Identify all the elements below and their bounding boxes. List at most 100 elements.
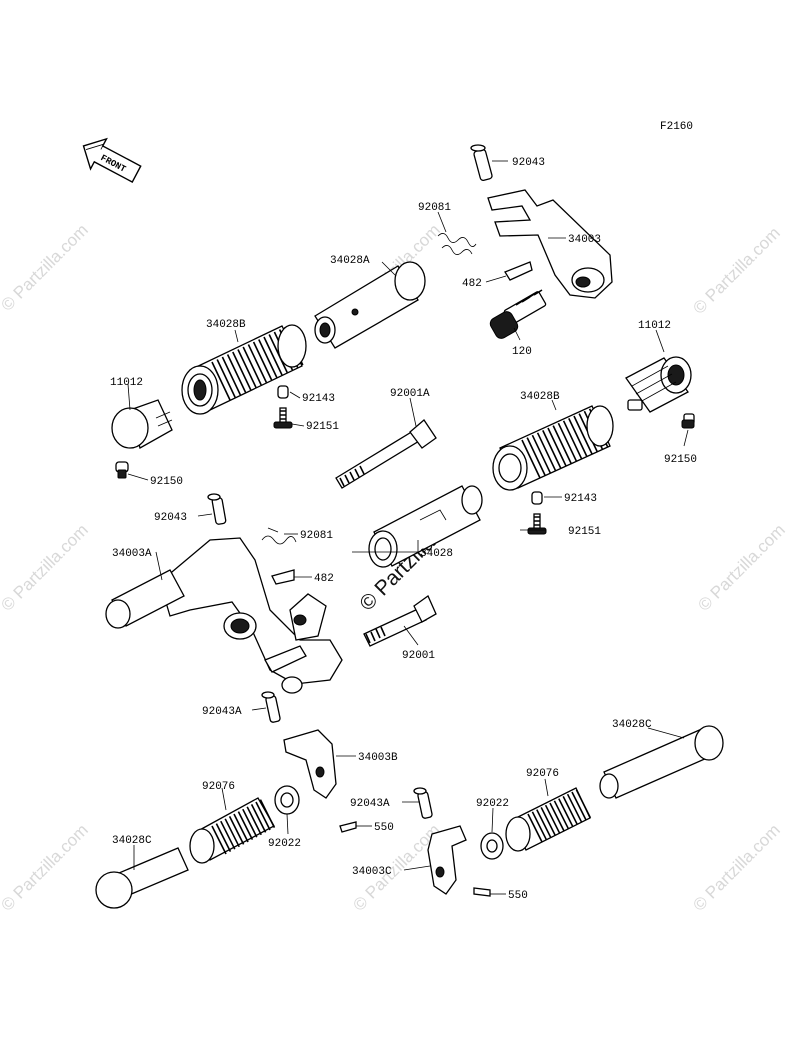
callout-label: 92022 <box>268 838 301 850</box>
cap-11012-left <box>111 399 173 449</box>
grip-rib <box>216 359 236 398</box>
grip-rib <box>242 346 262 386</box>
grip-rib <box>521 439 541 479</box>
grip-rib <box>573 415 593 455</box>
tube-34028C-left <box>95 847 189 909</box>
grip-92076-right <box>505 787 592 852</box>
callout-label: 34003C <box>352 866 392 878</box>
grip-rib <box>552 425 572 464</box>
callout-label: 92150 <box>150 476 183 488</box>
callout-label: 92143 <box>564 493 597 505</box>
callout-label: 92043 <box>512 157 545 169</box>
callout-label: 92143 <box>302 393 335 405</box>
grip-rib <box>259 799 276 828</box>
callout-label: 11012 <box>638 320 671 332</box>
clip-482-mid <box>271 569 295 585</box>
grip-rib <box>542 430 562 469</box>
grip-rib <box>562 420 583 460</box>
grip-rubber-34028B-right <box>492 405 614 491</box>
bracket-34003 <box>487 189 613 299</box>
washer-92022-left <box>274 785 300 815</box>
watermark: © Partzilla.com <box>689 223 783 317</box>
grip-rib <box>531 434 552 474</box>
callout-label: 34003A <box>112 548 152 560</box>
grip-rib <box>553 800 570 830</box>
callout-label: 34028B <box>520 391 560 403</box>
grip-rib <box>211 825 227 855</box>
cotter-pin-550-left <box>339 821 357 833</box>
callout-label: 120 <box>512 346 532 358</box>
grip-rib <box>211 361 231 401</box>
callout-label: 92043A <box>202 706 242 718</box>
grip-rib <box>558 798 574 827</box>
grip-rib <box>536 432 557 472</box>
callout-label: 92150 <box>664 454 697 466</box>
grip-rib <box>221 356 242 396</box>
leader-lines <box>127 160 689 895</box>
bolt-120 <box>489 289 547 339</box>
screw-92150-left <box>115 461 129 479</box>
callout-label: 550 <box>374 822 394 834</box>
clip-482-top <box>504 261 533 281</box>
callout-label: 92076 <box>526 768 559 780</box>
grip-rib <box>237 811 254 840</box>
grip-rib <box>526 437 546 476</box>
figure-code: F2160 <box>660 121 693 133</box>
grip-rib <box>224 818 240 848</box>
tube-34028A <box>314 261 426 349</box>
callout-label: 34028C <box>612 719 652 731</box>
bolt-92151-right <box>527 513 547 535</box>
grip-rib <box>215 823 232 852</box>
spring-92081-mid <box>261 527 297 545</box>
grip-rib <box>571 791 587 821</box>
watermark: © Partzilla.com <box>689 820 783 914</box>
callout-label: 11012 <box>110 377 143 389</box>
callout-label: 92001A <box>390 388 430 400</box>
grip-rib <box>233 813 249 843</box>
grip-rubber-34028B-left <box>181 324 307 415</box>
bracket-34003A <box>105 537 343 694</box>
grip-rib <box>220 820 236 850</box>
cap-11012-right <box>625 356 692 413</box>
front-arrow-icon: FRONT <box>82 137 142 183</box>
cotter-pin-550-right <box>473 887 491 897</box>
grip-rib <box>575 789 592 819</box>
bracket-34003C <box>427 825 467 895</box>
callout-label: 482 <box>314 573 334 585</box>
grip-rib <box>250 804 267 833</box>
tube-34028C-right <box>599 725 724 799</box>
grip-rib <box>258 339 278 378</box>
pin-92043A-left <box>261 691 281 723</box>
callout-label: 34028B <box>206 319 246 331</box>
bolt-92001 <box>363 595 437 647</box>
grip-rib <box>549 802 565 832</box>
callout-label: 92081 <box>300 530 333 542</box>
callout-label: 92151 <box>568 526 601 538</box>
grip-rib <box>247 344 268 383</box>
pin-92043A-right <box>413 787 433 819</box>
grip-rib <box>547 427 567 467</box>
callout-label: 34028A <box>330 255 370 267</box>
callout-label: 92001 <box>402 650 435 662</box>
callout-label: 92043 <box>154 512 187 524</box>
grip-rib <box>252 341 273 381</box>
grip-rib <box>228 816 245 845</box>
grip-rib <box>242 808 258 838</box>
callout-label: 92076 <box>202 781 235 793</box>
grip-rib <box>246 806 262 836</box>
grip-rib <box>255 801 271 831</box>
grip-rib <box>268 334 288 373</box>
grip-rib <box>536 809 552 838</box>
collar-92143-right <box>531 491 543 505</box>
spring-92081-top <box>437 233 477 255</box>
grip-rib <box>226 354 247 393</box>
callout-label: 92081 <box>418 202 451 214</box>
callout-label: 34003B <box>358 752 398 764</box>
bolt-92151-left <box>273 407 293 429</box>
grip-92076-left <box>189 797 276 864</box>
callout-label: 92151 <box>306 421 339 433</box>
callout-label: 482 <box>462 278 482 290</box>
callout-label: 34028 <box>420 548 453 560</box>
bracket-34003B <box>283 729 337 799</box>
callout-label: 34003 <box>568 234 601 246</box>
